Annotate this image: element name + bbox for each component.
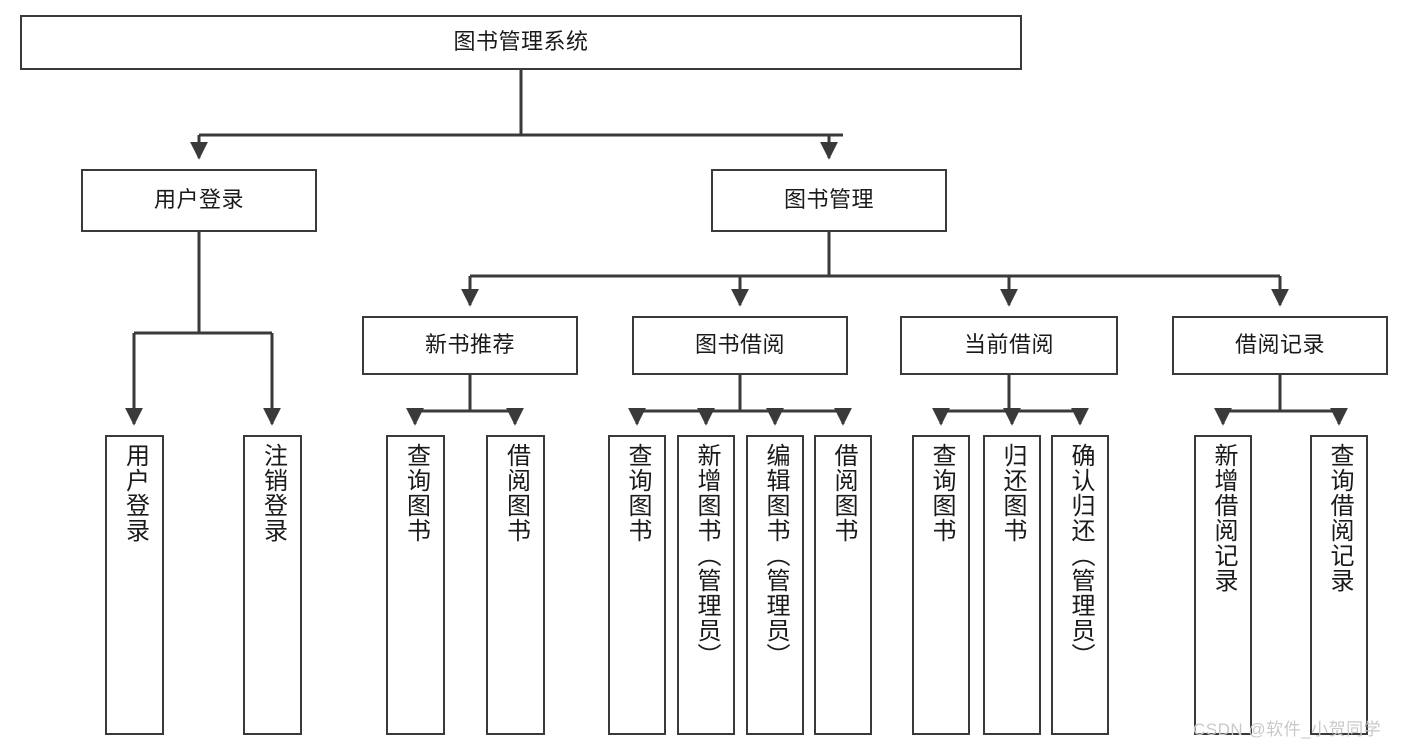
csdn-watermark: CSDN @软件_小贺同学 <box>1193 720 1382 739</box>
node-book-borrow-label: 图书借阅 <box>694 332 785 358</box>
leaf-current-query-book[interactable]: 查询图书 <box>912 435 970 735</box>
leaf-user-login-label: 用户登录 <box>121 443 149 543</box>
leaf-record-add-record-label: 新增借阅记录 <box>1210 443 1237 593</box>
leaf-user-logout[interactable]: 注销登录 <box>243 435 302 735</box>
leaf-borrow-edit-book[interactable]: 编辑图书（管理员） <box>746 435 804 735</box>
leaf-user-login[interactable]: 用户登录 <box>105 435 164 735</box>
leaf-recommend-query-book[interactable]: 查询图书 <box>386 435 445 735</box>
node-root-label: 图书管理系统 <box>453 29 589 55</box>
leaf-record-query-record-label: 查询借阅记录 <box>1326 443 1353 593</box>
node-book-management[interactable]: 图书管理 <box>711 169 947 232</box>
leaf-current-return-book-label: 归还图书 <box>999 443 1026 543</box>
node-borrow-record[interactable]: 借阅记录 <box>1172 316 1388 375</box>
leaf-current-confirm-return[interactable]: 确认归还（管理员） <box>1051 435 1109 735</box>
leaf-current-confirm-return-label: 确认归还（管理员） <box>1067 443 1094 668</box>
leaf-borrow-borrow-book[interactable]: 借阅图书 <box>814 435 872 735</box>
leaf-record-add-record[interactable]: 新增借阅记录 <box>1194 435 1252 735</box>
node-book-borrow[interactable]: 图书借阅 <box>632 316 848 375</box>
leaf-borrow-query-book[interactable]: 查询图书 <box>608 435 666 735</box>
node-borrow-record-label: 借阅记录 <box>1234 332 1325 358</box>
leaf-current-return-book[interactable]: 归还图书 <box>983 435 1041 735</box>
leaf-current-query-book-label: 查询图书 <box>928 443 955 543</box>
node-new-book-recommend-label: 新书推荐 <box>424 332 515 358</box>
node-root[interactable]: 图书管理系统 <box>20 15 1022 70</box>
node-book-management-label: 图书管理 <box>783 187 874 213</box>
leaf-borrow-query-book-label: 查询图书 <box>624 443 651 543</box>
leaf-borrow-add-book[interactable]: 新增图书（管理员） <box>677 435 735 735</box>
leaf-user-logout-label: 注销登录 <box>259 443 287 543</box>
node-current-borrow-label: 当前借阅 <box>963 332 1054 358</box>
leaf-borrow-borrow-book-label: 借阅图书 <box>830 443 857 543</box>
leaf-borrow-edit-book-label: 编辑图书（管理员） <box>762 443 789 668</box>
leaf-record-query-record[interactable]: 查询借阅记录 <box>1310 435 1368 735</box>
node-current-borrow[interactable]: 当前借阅 <box>900 316 1118 375</box>
node-new-book-recommend[interactable]: 新书推荐 <box>362 316 578 375</box>
leaf-recommend-borrow-book[interactable]: 借阅图书 <box>486 435 545 735</box>
leaf-recommend-query-book-label: 查询图书 <box>402 443 430 543</box>
node-user-login-label: 用户登录 <box>153 187 244 213</box>
leaf-recommend-borrow-book-label: 借阅图书 <box>502 443 530 543</box>
leaf-borrow-add-book-label: 新增图书（管理员） <box>693 443 720 668</box>
node-user-login[interactable]: 用户登录 <box>81 169 317 232</box>
